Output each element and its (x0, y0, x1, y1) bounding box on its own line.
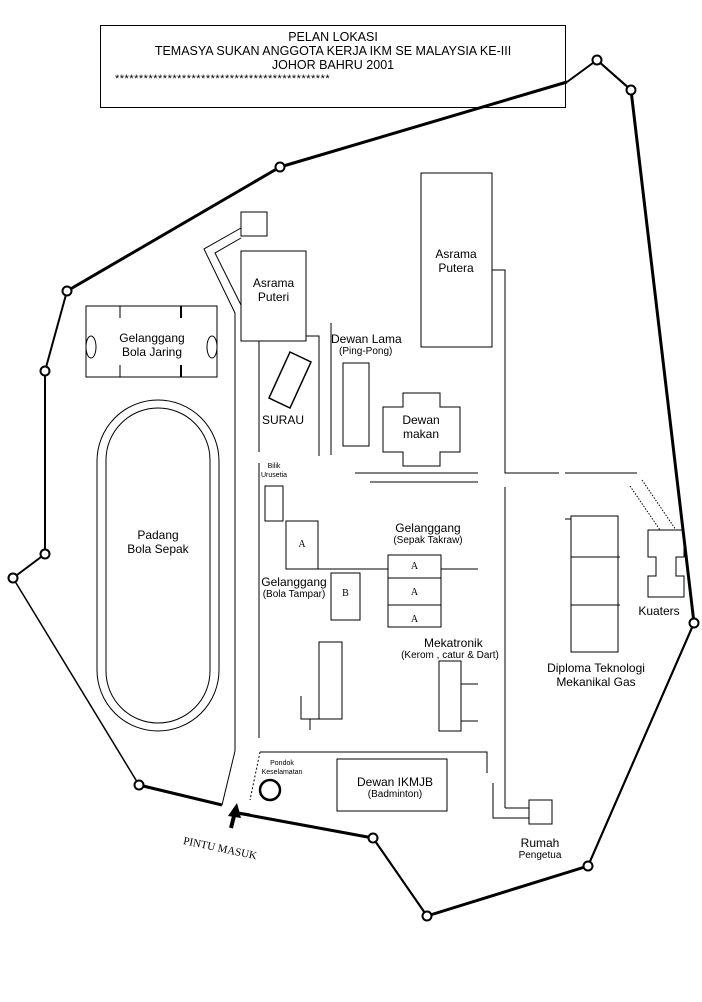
label-line: Rumah (520, 836, 560, 850)
label-line: Gelanggang (119, 331, 185, 345)
guard-box-north (240, 211, 268, 237)
asrama-putera-building (420, 172, 493, 348)
label-dewan-lama: Dewan Lama (Ping-Pong) (331, 332, 413, 358)
label-line: Asrama (252, 276, 295, 290)
label-bola-tampar: Gelanggang (Bola Tampar) (256, 575, 332, 601)
label-line: Urusetia (260, 472, 288, 479)
fence-post (582, 860, 594, 872)
label-asrama-putera: Asrama Putera (425, 247, 487, 275)
label-line: Putera (438, 261, 474, 275)
label-line: Pengetua (518, 850, 562, 861)
pondok-keselamatan-icon (258, 778, 282, 802)
map-title-box: PELAN LOKASI TEMASYA SUKAN ANGGOTA KERJA… (100, 25, 566, 108)
title-line-3: JOHOR BAHRU 2001 (271, 58, 395, 72)
label-line: Bola Jaring (121, 345, 183, 359)
label-line: Mekatronik (424, 636, 483, 650)
west-road (203, 227, 242, 806)
court-mark-a: A (410, 614, 419, 625)
building-south-block (318, 641, 343, 720)
court-a-west (285, 520, 319, 570)
label-line: Puteri (257, 290, 290, 304)
fence-posts (7, 54, 700, 922)
fence-post (274, 161, 286, 173)
fence-post (61, 285, 73, 297)
label-dewan-ikmjb: Dewan IKMJB (Badminton) (345, 775, 445, 801)
fence-post (591, 54, 603, 66)
label-line: Diploma Teknologi (547, 661, 645, 675)
label-line: makan (402, 427, 440, 441)
fence-post (688, 617, 700, 629)
label-surau: SURAU (261, 413, 304, 427)
label-line: (Kerom , catur & Dart) (401, 650, 499, 661)
label-mekatronik: Mekatronik (Kerom , catur & Dart) (394, 636, 506, 662)
label-line: Dewan IKMJB (356, 775, 434, 789)
bilik-urusetia-building (264, 485, 284, 522)
football-field-track (96, 399, 220, 732)
label-line: Mekanikal Gas (556, 675, 636, 689)
title-line-2: TEMASYA SUKAN ANGGOTA KERJA IKM SE MALAY… (154, 44, 512, 58)
entrance-arrow-icon (228, 803, 241, 829)
label-line: Gelanggang (395, 521, 461, 535)
asrama-puteri-building (240, 250, 307, 342)
court-mark-a: A (410, 587, 419, 598)
label-padang-bola-sepak: Padang Bola Sepak (115, 528, 201, 556)
dewan-lama-building (342, 362, 370, 447)
mekatronik-building (438, 660, 462, 732)
label-line: Gelanggang (261, 575, 327, 589)
label-line: Padang (137, 528, 179, 542)
label-line: (Badminton) (367, 789, 423, 800)
title-stars: ****************************************… (115, 73, 331, 85)
fence-post (133, 779, 145, 791)
kuaters-building (647, 529, 685, 598)
title-line-1: PELAN LOKASI (288, 30, 378, 44)
label-sepak-takraw: Gelanggang (Sepak Takraw) (380, 521, 476, 547)
label-line: Keselamatan (261, 769, 303, 776)
label-asrama-puteri: Asrama Puteri (241, 276, 306, 304)
label-line: (Ping-Pong) (339, 346, 393, 357)
label-line: Pondok (270, 760, 294, 767)
label-diploma: Diploma Teknologi Mekanikal Gas (540, 661, 652, 689)
label-line: Bilik (267, 463, 281, 470)
court-mark-a: A (410, 561, 419, 572)
rumah-pengetua-building (528, 799, 553, 825)
dewan-ikmjb-building (336, 758, 448, 812)
label-pondok-keselamatan: Pondok Keselamatan (259, 759, 305, 777)
label-line: Dewan Lama (331, 332, 402, 346)
label-bilik-urusetia: Bilik Urusetia (260, 462, 288, 480)
fence-post (39, 548, 51, 560)
label-line: (Sepak Takraw) (393, 535, 463, 546)
label-line: Asrama (435, 247, 477, 261)
sepak-takraw-courts (387, 554, 478, 628)
diploma-building (565, 515, 620, 653)
label-dewan-makan: Dewan makan (392, 413, 450, 441)
fence-post (367, 832, 379, 844)
fence-post (625, 84, 637, 96)
surau-building (268, 350, 312, 410)
fence-post (421, 910, 433, 922)
label-bola-jaring: Gelanggang Bola Jaring (100, 331, 204, 359)
perimeter-fence (12, 58, 696, 918)
label-line: Bola Sepak (127, 542, 189, 556)
label-rumah-pengetua: Rumah Pengetua (510, 836, 570, 862)
label-line: Dewan (402, 413, 440, 427)
fence-post (7, 572, 19, 584)
netball-court (85, 305, 218, 378)
court-mark-a: A (298, 539, 306, 550)
label-kuaters: Kuaters (638, 604, 680, 618)
fence-post (39, 365, 51, 377)
court-b-bola-tampar (330, 572, 361, 621)
dewan-makan-building (382, 392, 461, 467)
court-mark-b: B (342, 588, 349, 599)
label-line: (Bola Tampar) (262, 589, 326, 600)
